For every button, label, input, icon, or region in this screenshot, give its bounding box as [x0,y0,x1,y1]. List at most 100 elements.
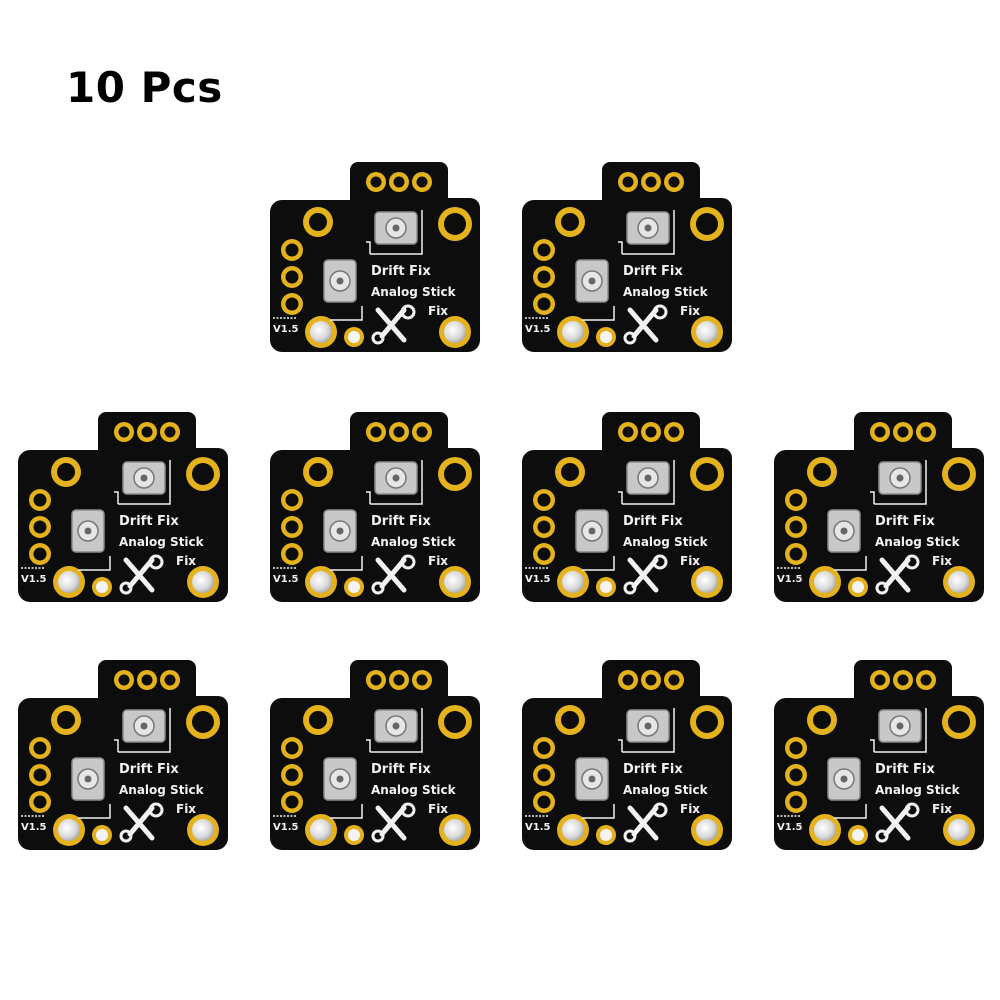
left-pads [785,705,837,813]
label-drift-fix: Drift Fix [875,762,935,777]
version-label: V1.5 [525,822,550,833]
pcb-board-8: Drift Fix Analog Stick Fix V1.5 [270,660,480,855]
right-pad [942,705,976,739]
potentiometer-top [878,461,922,495]
wrench-screwdriver-icon [623,304,668,345]
label-analog-stick: Analog Stick [371,285,457,299]
bottom-pads [53,566,219,598]
label-drift-fix: Drift Fix [623,514,683,529]
label-analog-stick: Analog Stick [119,783,205,797]
label-drift-fix: Drift Fix [119,762,179,777]
right-pad [186,705,220,739]
top-pads [366,670,432,690]
potentiometer-top [626,211,670,245]
potentiometer-top [122,461,166,495]
right-pad [690,705,724,739]
potentiometer-left [575,259,609,303]
version-label: V1.5 [273,574,298,585]
potentiometer-top [374,211,418,245]
label-fix: Fix [428,802,448,816]
potentiometer-left [71,509,105,553]
pcb-illustration: Drift Fix Analog Stick Fix V1.5 [522,162,732,352]
left-pads [533,705,585,813]
potentiometer-top [374,461,418,495]
top-pads [114,670,180,690]
label-analog-stick: Analog Stick [119,535,205,549]
potentiometer-top [878,709,922,743]
pcb-board-3: Drift Fix Analog Stick Fix V1.5 [18,412,228,607]
top-pads [618,422,684,442]
right-pad [438,457,472,491]
label-fix: Fix [680,802,700,816]
top-pads [618,670,684,690]
label-drift-fix: Drift Fix [371,264,431,279]
right-pad [438,207,472,241]
bottom-pads [53,814,219,846]
wrench-screwdriver-icon [371,554,416,595]
left-pads [533,207,585,315]
pcb-board-4: Drift Fix Analog Stick Fix V1.5 [270,412,480,607]
left-pads [281,457,333,565]
potentiometer-left [323,259,357,303]
pcb-board-2: Drift Fix Analog Stick Fix V1.5 [522,162,732,357]
label-drift-fix: Drift Fix [623,762,683,777]
potentiometer-left [575,757,609,801]
label-analog-stick: Analog Stick [371,535,457,549]
right-pad [690,457,724,491]
label-fix: Fix [932,554,952,568]
top-pads [366,172,432,192]
label-analog-stick: Analog Stick [875,783,961,797]
pcb-illustration: Drift Fix Analog Stick Fix V1.5 [270,162,480,352]
pcb-illustration: Drift Fix Analog Stick Fix V1.5 [774,412,984,602]
pcb-board-6: Drift Fix Analog Stick Fix V1.5 [774,412,984,607]
wrench-screwdriver-icon [371,802,416,843]
potentiometer-left [575,509,609,553]
version-label: V1.5 [273,822,298,833]
label-fix: Fix [428,304,448,318]
pcb-board-5: Drift Fix Analog Stick Fix V1.5 [522,412,732,607]
pcb-illustration: Drift Fix Analog Stick Fix V1.5 [522,660,732,850]
bottom-pads [305,814,471,846]
potentiometer-top [626,461,670,495]
label-fix: Fix [176,802,196,816]
top-pads [870,670,936,690]
wrench-screwdriver-icon [623,802,668,843]
label-fix: Fix [680,304,700,318]
wrench-screwdriver-icon [623,554,668,595]
label-drift-fix: Drift Fix [119,514,179,529]
bottom-pads [557,814,723,846]
top-pads [114,422,180,442]
top-pads [870,422,936,442]
label-drift-fix: Drift Fix [875,514,935,529]
product-quantity-title: 10 Pcs [66,63,223,112]
pcb-illustration: Drift Fix Analog Stick Fix V1.5 [270,412,480,602]
pcb-illustration: Drift Fix Analog Stick Fix V1.5 [18,412,228,602]
potentiometer-top [374,709,418,743]
version-label: V1.5 [777,822,802,833]
left-pads [29,705,81,813]
wrench-screwdriver-icon [875,554,920,595]
label-analog-stick: Analog Stick [623,535,709,549]
label-fix: Fix [932,802,952,816]
version-label: V1.5 [21,574,46,585]
pcb-illustration: Drift Fix Analog Stick Fix V1.5 [522,412,732,602]
left-pads [785,457,837,565]
pcb-board-9: Drift Fix Analog Stick Fix V1.5 [522,660,732,855]
wrench-screwdriver-icon [875,802,920,843]
label-drift-fix: Drift Fix [623,264,683,279]
version-label: V1.5 [525,324,550,335]
potentiometer-left [323,509,357,553]
version-label: V1.5 [525,574,550,585]
wrench-screwdriver-icon [371,304,416,345]
left-pads [29,457,81,565]
right-pad [690,207,724,241]
label-analog-stick: Analog Stick [623,783,709,797]
right-pad [942,457,976,491]
label-analog-stick: Analog Stick [875,535,961,549]
potentiometer-top [122,709,166,743]
wrench-screwdriver-icon [119,802,164,843]
left-pads [281,705,333,813]
left-pads [533,457,585,565]
bottom-pads [557,316,723,348]
version-label: V1.5 [777,574,802,585]
